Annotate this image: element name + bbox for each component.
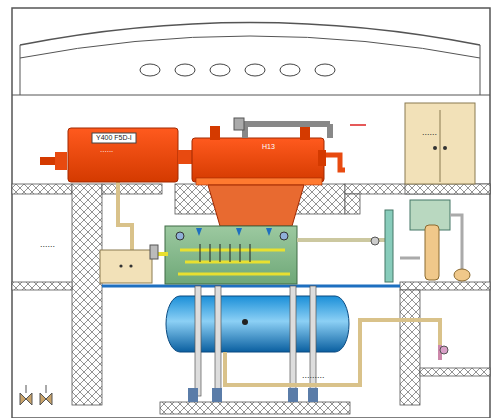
note-text: ......... xyxy=(302,371,325,379)
cabinet-text: ...... xyxy=(422,128,437,136)
motor-text: ...... xyxy=(100,146,113,154)
nameplate-text: Y400 F5D-I xyxy=(96,134,132,142)
note-text: ...... xyxy=(40,240,55,248)
model-text: H13 xyxy=(262,143,275,151)
